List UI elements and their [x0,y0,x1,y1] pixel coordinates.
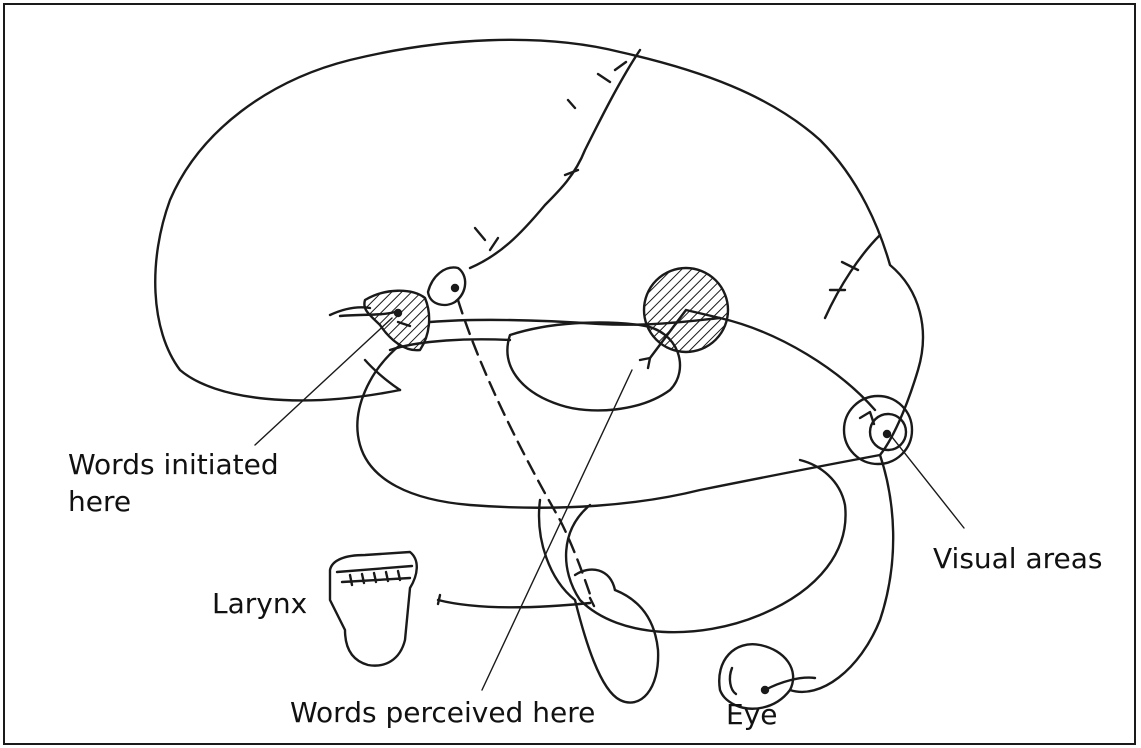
larynx-shape [328,550,418,667]
visual-area-inner [868,412,908,452]
wernicke-connector [648,308,722,360]
label-larynx: Larynx [212,587,308,620]
superior-temporal-gyrus [506,321,682,412]
leader-words-initiated [254,317,393,446]
eye-lens [728,666,738,696]
cerebrum-outline [154,38,925,457]
larynx-nerve [436,598,592,609]
broca-connector [338,310,412,328]
label-visual-areas: Visual areas [933,542,1103,575]
label-eye: Eye [726,698,778,731]
cerebellum [564,458,847,634]
motor-area [426,266,467,307]
leader-words-perceived [481,369,633,691]
leader-visual-areas [887,431,965,529]
diagram-frame [3,3,1136,745]
larynx-rings [335,564,414,587]
pons [573,568,617,592]
label-words-initiated-line1: Words initiated [68,448,279,481]
label-words-initiated-line2: here [68,485,132,518]
temporal-upper [388,338,512,352]
temporal-lobe [356,343,882,509]
optic-pathway [788,453,895,693]
label-words-perceived: Words perceived here [290,696,596,729]
sulcus-branch-2 [473,226,500,252]
eye-outline [718,643,795,710]
central-sulcus [468,48,642,270]
eye-nerve [763,676,817,692]
brocas-area [363,289,431,352]
occipital-sulcus [823,233,882,320]
sulcus-branch-1 [563,60,628,177]
brainstem [537,498,660,704]
visual-area-outer [842,394,914,466]
dashed-pathway [456,298,594,602]
